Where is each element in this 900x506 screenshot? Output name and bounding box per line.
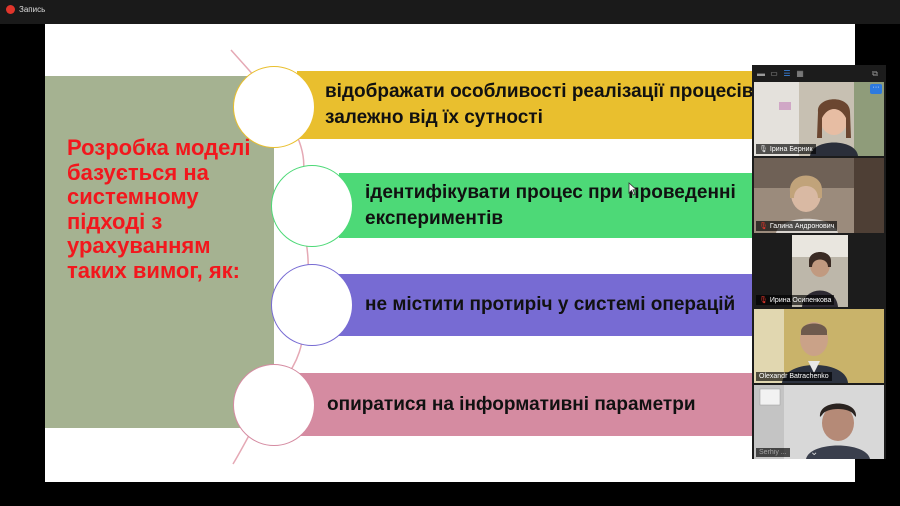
participant-video-4 [754, 309, 884, 383]
recording-indicator[interactable]: Запись [6, 5, 45, 14]
chevron-down-icon[interactable]: ⌄ [810, 447, 819, 458]
participants-panel: ▬ ▭ ☰ ▦ ⧉ ··· 🎙 Ірина Берник [752, 65, 886, 459]
participant-name-tag-5: Serhiy ... [756, 448, 790, 457]
participant-video-1 [754, 82, 884, 156]
participant-name-4: Olexandr Batrachenko [759, 373, 829, 380]
record-icon [6, 5, 15, 14]
bullet-circle-4 [233, 364, 315, 446]
requirement-text-3: не містити протиріч у системі операцій [365, 294, 736, 315]
requirement-text-2: ідентифікувати процес при проведенні екс… [365, 181, 736, 229]
requirement-text-1: відображати особливості реалізації проце… [325, 81, 754, 128]
more-options-icon[interactable]: ··· [870, 84, 882, 94]
exit-panel-icon[interactable]: ⧉ [872, 68, 878, 78]
gallery-view-icon[interactable]: ▦ [796, 69, 804, 78]
participant-tile-4[interactable]: Olexandr Batrachenko [754, 309, 884, 383]
participant-video-5 [754, 385, 884, 459]
shared-slide: Розробка моделі базується на системному … [45, 24, 855, 482]
participant-name-2: Галина Андронович [769, 222, 835, 230]
mic-muted-icon: 🎙 [759, 223, 768, 230]
requirement-text-4: опиратися на інформативні параметри [327, 393, 696, 415]
participant-name-3: Ирина Осипенкова [769, 296, 832, 304]
minimize-icon[interactable]: ▬ [757, 69, 765, 78]
top-bar: Запись [0, 0, 900, 24]
mic-icon: 🎙 [759, 146, 768, 153]
participant-tile-3[interactable]: 🎙 Ирина Осипенкова [754, 235, 884, 307]
participant-name-tag-1: 🎙 Ірина Берник [756, 144, 816, 154]
single-view-icon[interactable]: ▭ [770, 69, 778, 78]
participant-name-tag-4: Olexandr Batrachenko [756, 372, 832, 381]
mouse-cursor-icon [628, 182, 638, 196]
panel-toolbar: ▬ ▭ ☰ ▦ ⧉ [752, 65, 886, 82]
bullet-circle-2 [271, 165, 353, 247]
participant-name-5: Serhiy ... [759, 449, 787, 456]
left-panel [45, 76, 274, 428]
participant-tile-1[interactable]: ··· 🎙 Ірина Берник [754, 82, 884, 156]
bullet-circle-1 [233, 66, 315, 148]
participant-name-tag-2: 🎙 Галина Андронович [756, 221, 838, 231]
participant-name-1: Ірина Берник [769, 145, 813, 153]
strip-view-icon[interactable]: ☰ [783, 69, 791, 78]
participant-tile-2[interactable]: 🎙 Галина Андронович [754, 158, 884, 233]
participant-name-tag-3: 🎙 Ирина Осипенкова [756, 295, 835, 305]
mic-muted-icon: 🎙 [759, 297, 768, 304]
slide-heading: Розробка моделі базується на системному … [67, 135, 251, 283]
participant-tile-5[interactable]: Serhiy ... [754, 385, 884, 459]
bullet-circle-3 [271, 264, 353, 346]
recording-label: Запись [19, 5, 46, 14]
participant-video-2 [754, 158, 884, 233]
